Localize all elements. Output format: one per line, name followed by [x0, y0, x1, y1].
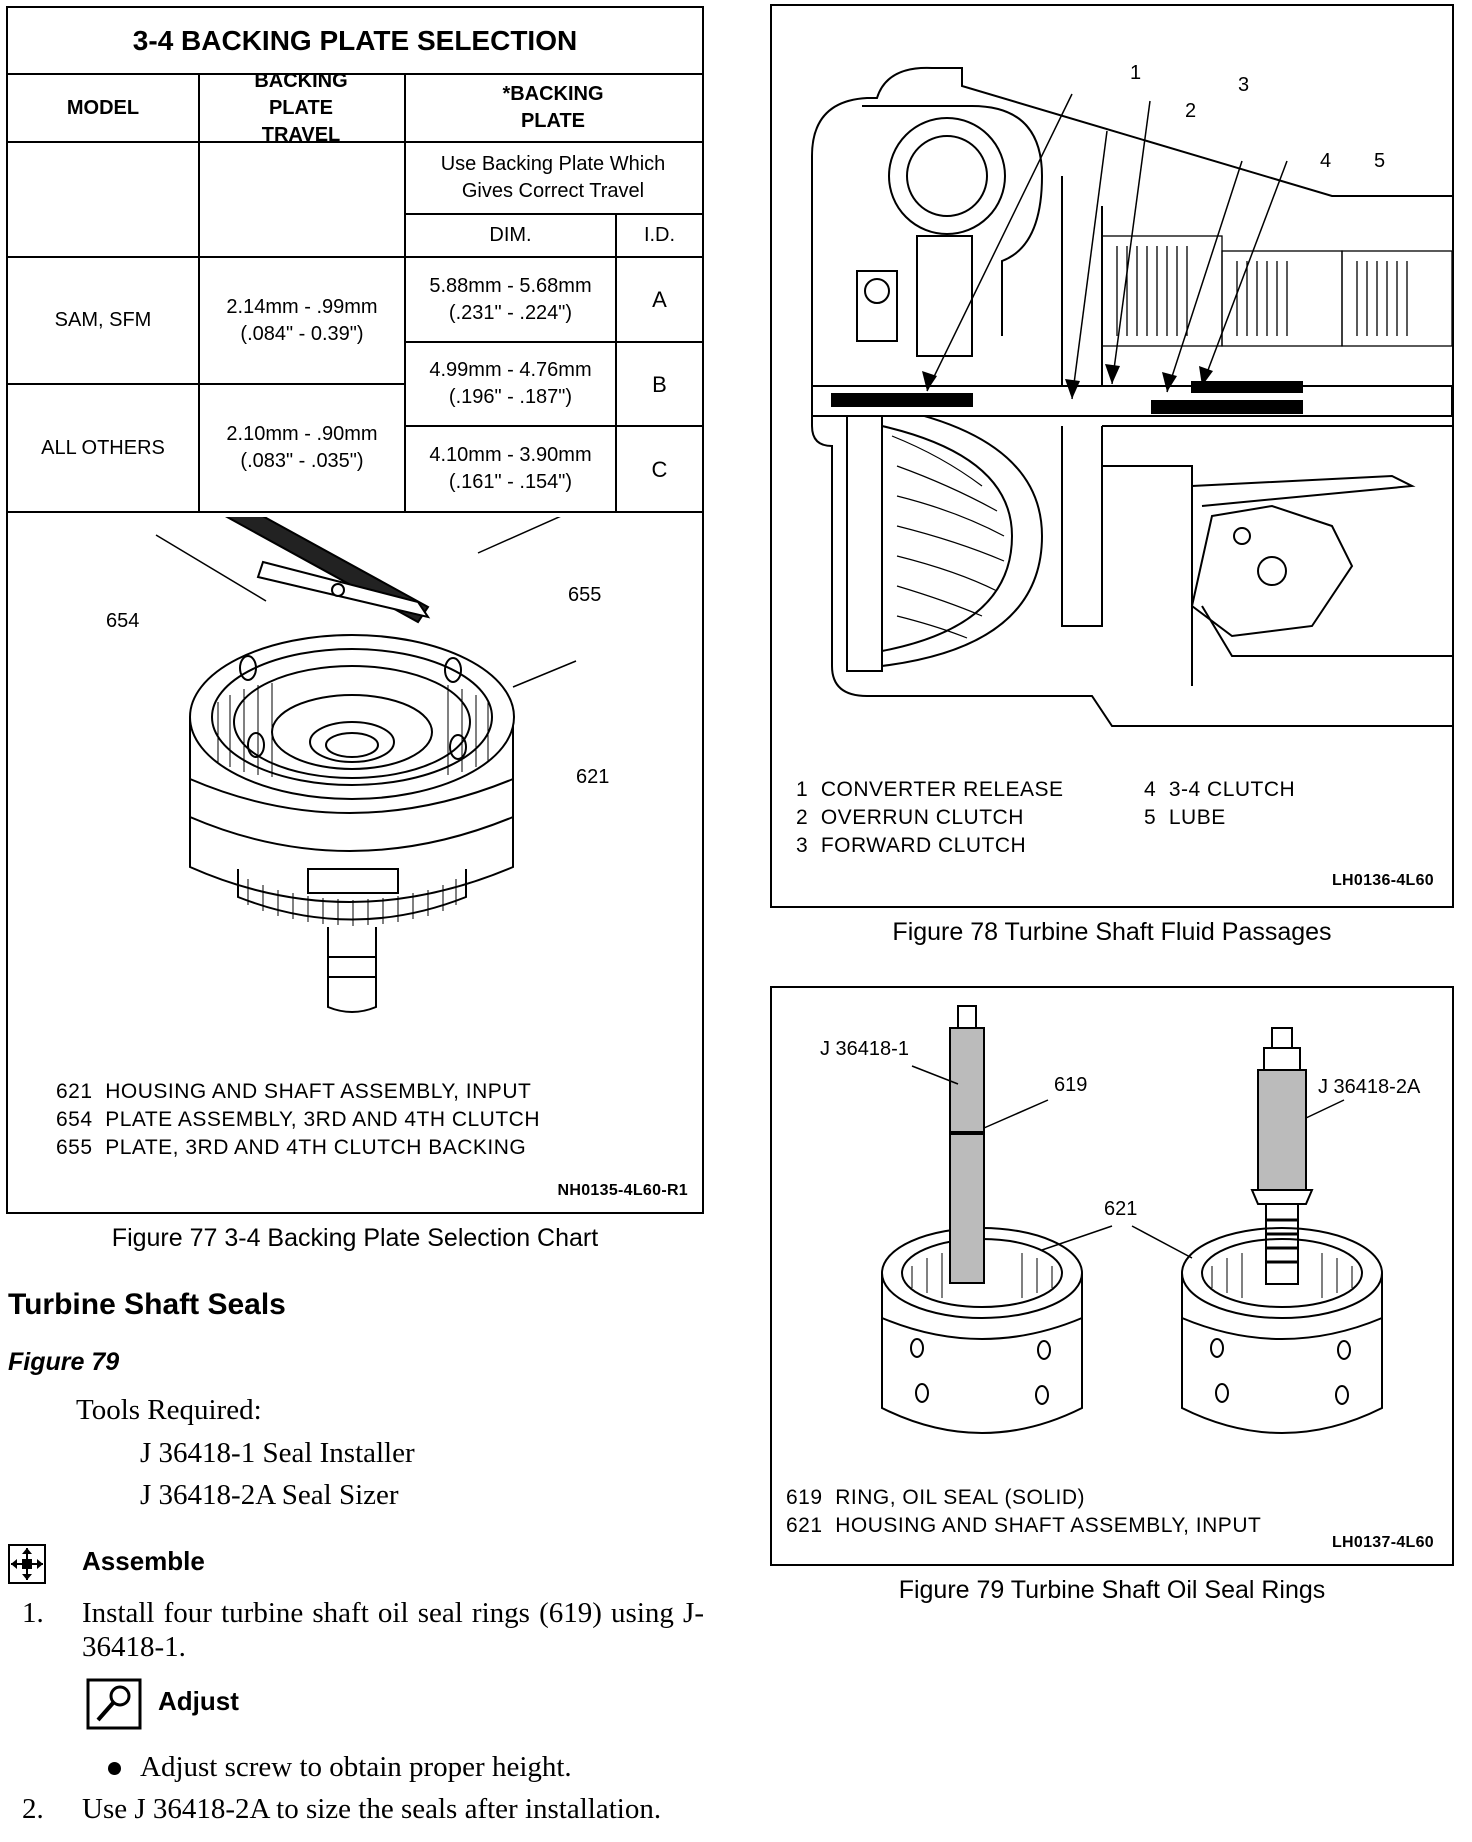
callout-4: 4	[1320, 150, 1332, 172]
fig79-caption: Figure 79 Turbine Shaft Oil Seal Rings	[898, 1576, 1326, 1604]
row-travel-2: 2.10mm - .90mm (.083" - .035")	[200, 385, 404, 511]
legend-item: 655 PLATE, 3RD AND 4TH CLUTCH BACKING	[56, 1136, 527, 1159]
plate-dim-c: 4.10mm - 3.90mm (.161" - .154")	[406, 427, 615, 511]
row-model-2: ALL OTHERS	[41, 436, 165, 459]
header-plate: *BACKING PLATE	[502, 83, 604, 132]
step-1-number: 1.	[22, 1597, 44, 1629]
row-travel-1: 2.14mm - .99mm (.084" - 0.39")	[200, 258, 404, 383]
instruction-text: Use Backing Plate Which Gives Correct Tr…	[440, 153, 666, 202]
row-model-1: SAM, SFM	[54, 309, 152, 331]
fig78-caption: Figure 78 Turbine Shaft Fluid Passages	[892, 918, 1332, 946]
plate-id-c: C	[651, 456, 668, 482]
plate-dim-a-mm: 5.88mm - 5.68mm	[429, 274, 592, 297]
figure-77-frame: 3-4 BACKING PLATE SELECTION MODEL BACKIN…	[6, 6, 704, 1214]
fig78-legend-right: 4 3-4 CLUTCH 5 LUBE	[1144, 776, 1295, 832]
fig77-code: NH0135-4L60-R1	[557, 1182, 688, 1199]
assemble-icon	[8, 1544, 46, 1584]
legend-item: 5 LUBE	[1144, 806, 1226, 829]
plate-dim-b-in: (.196" - .187")	[448, 386, 573, 408]
travel-mm-1: 2.14mm - .99mm	[226, 295, 378, 318]
fig79-code: LH0137-4L60	[1331, 1534, 1434, 1551]
backing-plate-table: 3-4 BACKING PLATE SELECTION MODEL BACKIN…	[8, 8, 702, 517]
step-2-text: Use J 36418-2A to size the seals after i…	[82, 1793, 662, 1825]
legend-item: 2 OVERRUN CLUTCH	[796, 806, 1024, 829]
bullet-text: Adjust screw to obtain proper height.	[140, 1751, 572, 1783]
figure-ref: Figure 79	[8, 1348, 120, 1376]
adjust-label: Adjust	[158, 1686, 239, 1716]
header-model: MODEL	[66, 96, 140, 119]
legend-item: 621 HOUSING AND SHAFT ASSEMBLY, INPUT	[786, 1514, 1262, 1537]
subheader-dim: DIM.	[489, 224, 532, 246]
travel-in-1: (.084" - 0.39")	[240, 322, 364, 345]
callout-654: 654	[106, 610, 140, 632]
tool-item-2: J 36418-2A Seal Sizer	[140, 1479, 399, 1511]
seal-tool-illustration	[881, 1005, 1383, 1434]
plate-dim-a: 5.88mm - 5.68mm (.231" - .224")	[406, 258, 615, 341]
legend-item: 621 HOUSING AND SHAFT ASSEMBLY, INPUT	[56, 1080, 532, 1103]
plate-dim-c-mm: 4.10mm - 3.90mm	[429, 444, 592, 466]
callout-5: 5	[1374, 150, 1386, 172]
fig77-legend: 621 HOUSING AND SHAFT ASSEMBLY, INPUT 65…	[56, 1078, 540, 1162]
plate-dim-c-in: (.161" - .154")	[448, 471, 573, 493]
legend-item: 654 PLATE ASSEMBLY, 3RD AND 4TH CLUTCH	[56, 1108, 541, 1131]
step-2-number: 2.	[22, 1793, 44, 1825]
tools-label: Tools Required:	[76, 1394, 262, 1426]
legend-item: 1 CONVERTER RELEASE	[796, 778, 1064, 801]
step-1-text: Install four turbine shaft oil seal ring…	[82, 1597, 704, 1663]
header-travel: BACKING PLATE TRAVEL	[254, 69, 348, 146]
callout-621: 621	[576, 766, 610, 788]
label-619: 619	[1054, 1074, 1088, 1096]
turbine-shaft-cutaway-illustration	[811, 66, 1452, 727]
callout-2: 2	[1185, 100, 1197, 122]
travel-mm-2: 2.10mm - .90mm	[226, 423, 378, 445]
section-heading: Turbine Shaft Seals	[8, 1288, 286, 1321]
assemble-label: Assemble	[82, 1546, 205, 1576]
subheader-id: I.D.	[643, 224, 676, 246]
plate-id-b: B	[652, 371, 667, 397]
legend-item: 3 FORWARD CLUTCH	[796, 834, 1027, 857]
legend-item: 619 RING, OIL SEAL (SOLID)	[786, 1486, 1086, 1509]
table-title: 3-4 BACKING PLATE SELECTION	[132, 25, 578, 56]
travel-in-2: (.083" - .035")	[240, 450, 364, 472]
figure-79-frame: J 36418-1 619 J 36418-2A 621 619 RING, O…	[770, 986, 1454, 1566]
label-621: 621	[1104, 1198, 1138, 1220]
legend-item: 4 3-4 CLUTCH	[1144, 778, 1296, 801]
plate-id-a: A	[652, 287, 667, 312]
fig78-code: LH0136-4L60	[1331, 872, 1434, 889]
adjust-icon	[86, 1678, 142, 1730]
bullet-dot-icon	[108, 1762, 121, 1775]
callout-655: 655	[568, 584, 602, 606]
fig79-legend: 619 RING, OIL SEAL (SOLID) 621 HOUSING A…	[786, 1484, 1261, 1540]
plate-dim-a-in: (.231" - .224")	[448, 301, 573, 324]
callout-3: 3	[1238, 74, 1250, 96]
tool-item-1: J 36418-1 Seal Installer	[140, 1437, 415, 1469]
plate-dim-b-mm: 4.99mm - 4.76mm	[429, 359, 592, 381]
figure-78-frame: 1 2 3 4 5 1 CONVERTER RELEASE 2 OVERRUN …	[770, 4, 1454, 908]
plate-dim-b: 4.99mm - 4.76mm (.196" - .187")	[406, 343, 615, 425]
label-tool-1: J 36418-1	[820, 1038, 909, 1060]
fig78-legend-left: 1 CONVERTER RELEASE 2 OVERRUN CLUTCH 3 F…	[796, 776, 1064, 860]
callout-1: 1	[1130, 62, 1142, 84]
label-tool-2a: J 36418-2A	[1318, 1076, 1421, 1098]
fig77-caption: Figure 77 3-4 Backing Plate Selection Ch…	[111, 1224, 599, 1252]
clutch-housing-illustration	[155, 517, 577, 1013]
